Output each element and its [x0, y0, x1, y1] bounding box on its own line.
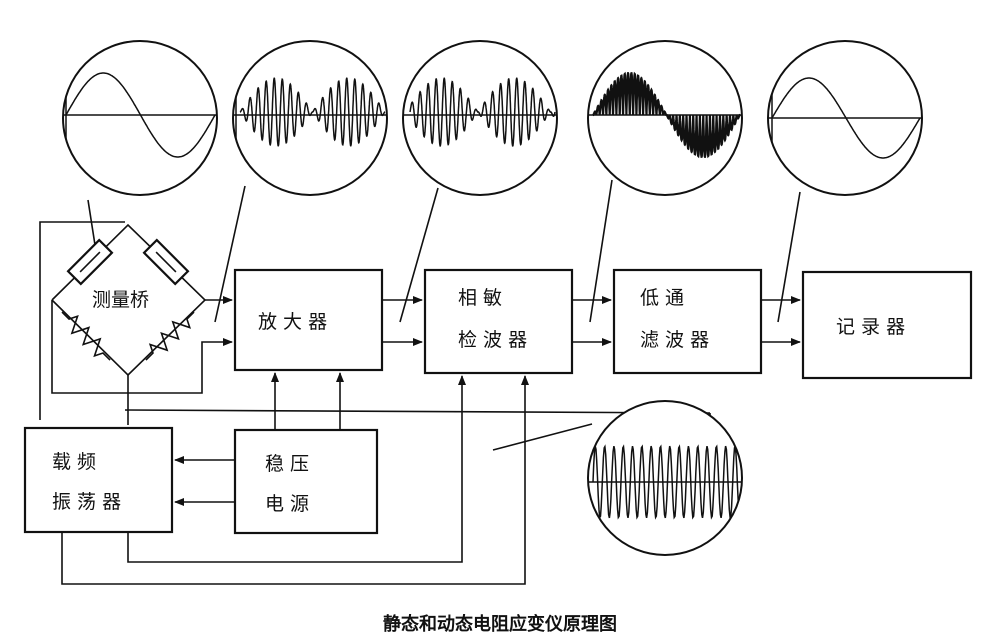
bridge-label: 测量桥 [92, 289, 149, 311]
amplifier-block: 放 大 器 [233, 268, 384, 372]
wire-osc-to-bridge-top [39, 221, 125, 420]
strain-gauge-left [66, 238, 114, 286]
lowpass-label-2: 滤 波 器 [640, 329, 709, 351]
scope-carrier-signal [587, 400, 743, 556]
oscillator-label-1: 载 频 [52, 451, 96, 473]
wire-carrier-line [124, 409, 711, 414]
scope-phase-detector-input [402, 40, 558, 196]
measurement-bridge: 测量桥 [51, 199, 207, 377]
scope-demodulated-output [587, 40, 743, 196]
power-supply-block: 稳 压 电 源 [233, 428, 379, 535]
phase-detector-label-1: 相 敏 [458, 287, 502, 309]
recorder-label: 记 录 器 [836, 316, 905, 338]
resistor-lower-left [61, 311, 111, 361]
resistor-lower-right [145, 311, 195, 361]
phase-detector-block: 相 敏 检 波 器 [423, 268, 574, 375]
scope-filtered-output [767, 40, 923, 196]
power-label-2: 电 源 [265, 493, 309, 515]
strain-gauge-right [142, 238, 190, 286]
recorder-block: 记 录 器 [801, 270, 973, 380]
oscillator-block: 载 频 振 荡 器 [23, 426, 174, 534]
lowpass-filter-block: 低 通 滤 波 器 [612, 268, 763, 375]
diagram-caption: 静态和动态电阻应变仪原理图 [383, 613, 617, 635]
lowpass-label-1: 低 通 [640, 287, 684, 309]
wire-bridge-to-amp-2 [51, 300, 233, 394]
scope-amplifier-output [232, 40, 388, 196]
power-label-1: 稳 压 [265, 453, 309, 475]
scope-bridge-output [62, 40, 218, 196]
oscillator-label-2: 振 荡 器 [52, 491, 121, 513]
phase-detector-label-2: 检 波 器 [458, 329, 527, 351]
amplifier-label: 放 大 器 [258, 311, 327, 333]
